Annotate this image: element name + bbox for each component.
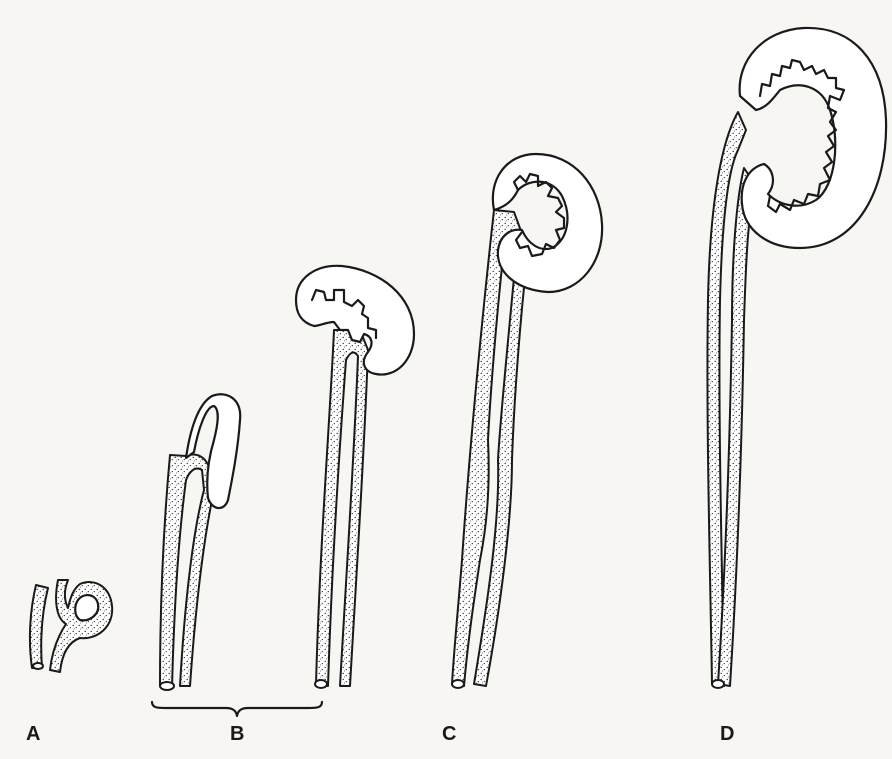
stage-label-a: A xyxy=(26,723,40,745)
stage-b2-drawing xyxy=(296,266,414,688)
stage-label-c: C xyxy=(442,723,456,745)
stage-b-bracket xyxy=(152,702,322,716)
stage-b1-drawing xyxy=(160,394,240,690)
stage-label-b: B xyxy=(230,723,244,745)
stage-d-drawing xyxy=(707,28,886,688)
stage-label-d: D xyxy=(720,723,734,745)
stage-a-drawing xyxy=(30,580,112,672)
stage-c-drawing xyxy=(452,154,602,688)
